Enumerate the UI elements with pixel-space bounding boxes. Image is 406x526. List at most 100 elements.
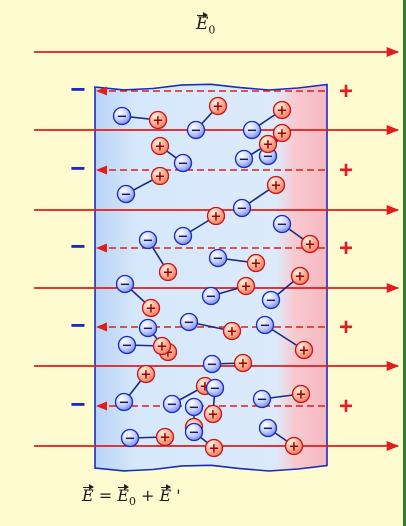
positive-ion xyxy=(141,298,161,318)
positive-ion-sign: + xyxy=(277,127,288,142)
negative-ion-sign: − xyxy=(260,319,271,334)
positive-ion xyxy=(294,340,314,360)
negative-ion-sign: − xyxy=(213,252,224,267)
positive-ion xyxy=(272,123,292,143)
positive-ion-sign: + xyxy=(211,210,222,225)
negative-ion xyxy=(179,312,199,332)
positive-ion xyxy=(291,384,311,404)
positive-ion xyxy=(290,266,310,286)
negative-ion-sign: − xyxy=(167,398,178,413)
negative-ion-sign: − xyxy=(263,150,274,165)
dipole: −+ xyxy=(179,312,242,341)
negative-ion-sign: − xyxy=(239,153,250,168)
positive-ion xyxy=(206,206,226,226)
negative-ion xyxy=(114,392,134,412)
dipole: −+ xyxy=(114,364,156,412)
dipole: −+ xyxy=(255,315,314,360)
positive-ion-sign: + xyxy=(157,340,168,355)
positive-ion xyxy=(300,234,320,254)
positive-surface-charge: + xyxy=(339,235,353,262)
dipole: −+ xyxy=(201,276,256,306)
negative-ion-sign: − xyxy=(210,382,221,397)
negative-ion-sign: − xyxy=(143,322,154,337)
dipole: −+ xyxy=(116,166,170,204)
negative-ion xyxy=(258,418,278,438)
positive-ion xyxy=(148,110,168,130)
positive-surface-charge: + xyxy=(339,78,353,105)
negative-ion-sign: − xyxy=(122,339,133,354)
negative-ion-sign: − xyxy=(257,393,268,408)
positive-ion xyxy=(258,134,278,154)
total-field-equation: E = E0 + E ' xyxy=(82,484,181,509)
negative-ion-sign: − xyxy=(143,234,154,249)
positive-ion-sign: + xyxy=(155,140,166,155)
positive-ion-sign: + xyxy=(155,170,166,185)
negative-ion-sign: − xyxy=(121,188,132,203)
negative-ion xyxy=(138,318,158,338)
positive-ion-sign: + xyxy=(305,238,316,253)
negative-ion-sign: − xyxy=(125,432,136,447)
dipole: −+ xyxy=(186,96,228,140)
positive-ion-sign: + xyxy=(299,344,310,359)
negative-ion-sign: − xyxy=(119,396,130,411)
negative-ion xyxy=(261,290,281,310)
negative-ion-sign: − xyxy=(263,422,274,437)
positive-ion-sign: + xyxy=(271,179,282,194)
negative-ion xyxy=(184,422,204,442)
negative-ion xyxy=(162,394,182,414)
dipole: −+ xyxy=(115,274,161,318)
positive-surface-charge: + xyxy=(339,157,353,184)
dipole: −+ xyxy=(252,384,311,409)
positive-ion-sign: + xyxy=(296,388,307,403)
dipole: −+ xyxy=(150,136,193,173)
negative-ion xyxy=(255,315,275,335)
positive-ion-sign: + xyxy=(277,104,288,119)
dipole: −+ xyxy=(120,427,175,448)
negative-surface-charge: − xyxy=(70,74,85,104)
negative-ion xyxy=(234,149,254,169)
positive-ion-sign: + xyxy=(163,266,174,281)
negative-ion-sign: − xyxy=(207,358,218,373)
positive-ion xyxy=(284,436,304,456)
negative-ion-sign: − xyxy=(120,278,131,293)
negative-ion-sign: − xyxy=(189,401,200,416)
negative-ion xyxy=(184,397,204,417)
positive-ion-sign: + xyxy=(227,325,238,340)
negative-ion-sign: − xyxy=(237,202,248,217)
positive-ion xyxy=(136,364,156,384)
negative-ion-sign: − xyxy=(206,290,217,305)
negative-ion-sign: − xyxy=(178,230,189,245)
positive-ion-sign: + xyxy=(289,440,300,455)
positive-ion-sign: + xyxy=(160,431,171,446)
positive-ion xyxy=(266,175,286,195)
negative-ion-sign: − xyxy=(184,316,195,331)
dipole: −+ xyxy=(261,266,310,310)
positive-ion xyxy=(150,166,170,186)
dipole: −+ xyxy=(202,353,253,374)
negative-ion xyxy=(208,248,228,268)
negative-ion-sign: − xyxy=(191,124,202,139)
positive-ion-sign: + xyxy=(153,114,164,129)
positive-ion-sign: + xyxy=(163,346,174,361)
negative-ion xyxy=(115,274,135,294)
positive-ion-sign: + xyxy=(200,380,211,395)
positive-ion-sign: + xyxy=(209,442,220,457)
positive-ion-sign: + xyxy=(213,100,224,115)
positive-ion-sign: + xyxy=(208,408,219,423)
dipole: −+ xyxy=(242,100,292,140)
negative-ion xyxy=(242,120,262,140)
negative-ion-sign: − xyxy=(247,124,258,139)
positive-surface-charge: + xyxy=(339,314,353,341)
dipole: −+ xyxy=(208,248,266,273)
negative-ion-sign: − xyxy=(117,110,128,125)
negative-ion xyxy=(116,184,136,204)
dipole: −+ xyxy=(117,335,172,356)
positive-ion xyxy=(208,96,228,116)
positive-ion-sign: + xyxy=(141,368,152,383)
dipole: −+ xyxy=(232,175,286,218)
negative-surface-charge: − xyxy=(70,310,85,340)
negative-ion xyxy=(186,120,206,140)
negative-ion xyxy=(232,198,252,218)
